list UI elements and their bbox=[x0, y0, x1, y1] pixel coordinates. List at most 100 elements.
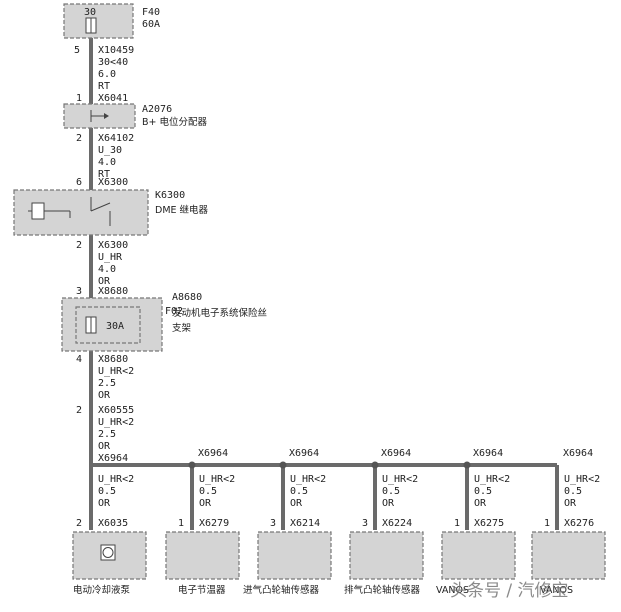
component-label: VANOS bbox=[540, 585, 573, 596]
wire-size-label: 6.0 bbox=[98, 69, 116, 80]
wire-size-label: 0.5 bbox=[290, 486, 308, 497]
connector-label: X6035 bbox=[98, 518, 128, 529]
wire-size-label: 0.5 bbox=[199, 486, 217, 497]
branch-vanos-1: U_HR<2 0.5 OR 1 X6275 VANOS bbox=[436, 474, 516, 596]
splice-dot bbox=[463, 461, 471, 469]
wire-size-label: 0.5 bbox=[382, 486, 400, 497]
pin-label: 2 bbox=[76, 240, 82, 251]
signal-label: U_HR<2 bbox=[474, 474, 510, 485]
component-box bbox=[257, 531, 332, 580]
fuse-carrier-a8680: 30A F02 A8680 发动机电子系统保险丝 支架 bbox=[61, 292, 267, 352]
wire-color-label: OR bbox=[382, 498, 395, 509]
splice-label: X6964 bbox=[563, 448, 593, 459]
pin-label: 2 bbox=[76, 133, 82, 144]
signal-label: U_HR<2 bbox=[98, 366, 134, 377]
pin-label: 5 bbox=[74, 45, 80, 56]
branch-coolant-pump: U_HR<2 0.5 OR 2 X6035 电动冷却液泵 bbox=[72, 474, 147, 596]
branch-intake-cam-sensor: U_HR<2 0.5 OR 3 X6214 进气凸轮轴传感器 bbox=[243, 474, 332, 596]
wire-color-label: OR bbox=[98, 441, 111, 452]
component-label: 进气凸轮轴传感器 bbox=[243, 584, 320, 596]
connector-label: X6224 bbox=[382, 518, 412, 529]
wire-color-label: RT bbox=[98, 81, 110, 92]
fuse-rating: 30A bbox=[106, 321, 124, 332]
signal-label: U_HR<2 bbox=[98, 417, 134, 428]
component-box bbox=[165, 531, 240, 580]
connector-label: X6041 bbox=[98, 93, 128, 104]
wire-color-label: OR bbox=[98, 390, 111, 401]
connector-label: X8680 bbox=[98, 286, 128, 297]
splice-label: X6964 bbox=[289, 448, 319, 459]
signal-label: U_HR<2 bbox=[98, 474, 134, 485]
watermark: 头条号 / 汽修宝 bbox=[450, 581, 569, 601]
fuse-f40-pin: 30 bbox=[84, 7, 96, 18]
component-label: 排气凸轮轴传感器 bbox=[344, 584, 421, 596]
wire-color-label: OR bbox=[199, 498, 212, 509]
component-box bbox=[531, 531, 606, 580]
connector-label: X6279 bbox=[199, 518, 229, 529]
pin-label: 6 bbox=[76, 177, 82, 188]
relay-k6300: K6300 DME 继电器 bbox=[13, 189, 209, 236]
component-desc: DME 继电器 bbox=[155, 204, 209, 216]
splice-label: X6964 bbox=[98, 453, 128, 464]
wire-color-label: RT bbox=[98, 169, 110, 180]
wire-size-label: 4.0 bbox=[98, 264, 116, 275]
signal-label: U_HR<2 bbox=[290, 474, 326, 485]
pin-label: 1 bbox=[454, 518, 460, 529]
branch-vanos-2: U_HR<2 0.5 OR 1 X6276 VANOS bbox=[531, 474, 606, 596]
pin-label: 4 bbox=[76, 354, 82, 365]
signal-label: U_HR<2 bbox=[382, 474, 418, 485]
branch-exhaust-cam-sensor: U_HR<2 0.5 OR 3 X6224 排气凸轮轴传感器 bbox=[344, 474, 424, 596]
wire-size-label: 0.5 bbox=[474, 486, 492, 497]
component-desc: 发动机电子系统保险丝 bbox=[172, 307, 267, 319]
pin-label: 2 bbox=[76, 405, 82, 416]
splice-dot bbox=[188, 461, 196, 469]
wire-5-labels: 2 X60555 U_HR<2 2.5 OR X6964 bbox=[76, 405, 134, 464]
connector-label: X6275 bbox=[474, 518, 504, 529]
component-name: K6300 bbox=[155, 190, 185, 201]
component-label: 电动冷却液泵 bbox=[73, 584, 131, 596]
component-name: A8680 bbox=[172, 292, 202, 303]
relay-coil-icon bbox=[31, 202, 45, 220]
wire-size-label: 0.5 bbox=[98, 486, 116, 497]
connector-label: X64102 bbox=[98, 133, 134, 144]
component-desc: B+ 电位分配器 bbox=[142, 116, 207, 128]
pin-label: 3 bbox=[362, 518, 368, 529]
fuse-f40-name: F40 bbox=[142, 7, 160, 18]
signal-label: U_30 bbox=[98, 145, 122, 156]
fuse-name: F02 bbox=[165, 306, 183, 317]
component-name: A2076 bbox=[142, 104, 172, 115]
component-label: 电子节温器 bbox=[178, 584, 226, 596]
component-box bbox=[441, 531, 516, 580]
fuse-f40: 30 F40 60A bbox=[63, 3, 160, 39]
splice-dot bbox=[371, 461, 379, 469]
component-box bbox=[349, 531, 424, 580]
connector-label: X8680 bbox=[98, 354, 128, 365]
wire-color-label: OR bbox=[290, 498, 303, 509]
pin-label: 1 bbox=[76, 93, 82, 104]
component-desc: 支架 bbox=[172, 322, 192, 334]
signal-label: U_HR<2 bbox=[564, 474, 600, 485]
connector-label: X60555 bbox=[98, 405, 134, 416]
wire-color-label: OR bbox=[98, 276, 111, 287]
signal-label: U_HR<2 bbox=[199, 474, 235, 485]
connector-label: X6300 bbox=[98, 177, 128, 188]
pin-label: 3 bbox=[76, 286, 82, 297]
connector-label: X6214 bbox=[290, 518, 320, 529]
wire-1-labels: 5 X10459 30<40 6.0 RT 1 X6041 bbox=[74, 45, 134, 104]
component-label: VANOS bbox=[436, 585, 469, 596]
splice-label: X6964 bbox=[198, 448, 228, 459]
wire-4-labels: 4 X8680 U_HR<2 2.5 OR bbox=[76, 354, 134, 401]
wire-size-label: 4.0 bbox=[98, 157, 116, 168]
wire-size-label: 0.5 bbox=[564, 486, 582, 497]
wire-color-label: OR bbox=[564, 498, 577, 509]
splice-label: X6964 bbox=[381, 448, 411, 459]
pin-label: 3 bbox=[270, 518, 276, 529]
pin-label: 2 bbox=[76, 518, 82, 529]
wire-color-label: OR bbox=[98, 498, 111, 509]
splice-label: X6964 bbox=[473, 448, 503, 459]
wire-color-label: OR bbox=[474, 498, 487, 509]
wire-size-label: 2.5 bbox=[98, 378, 116, 389]
signal-label: 30<40 bbox=[98, 57, 128, 68]
